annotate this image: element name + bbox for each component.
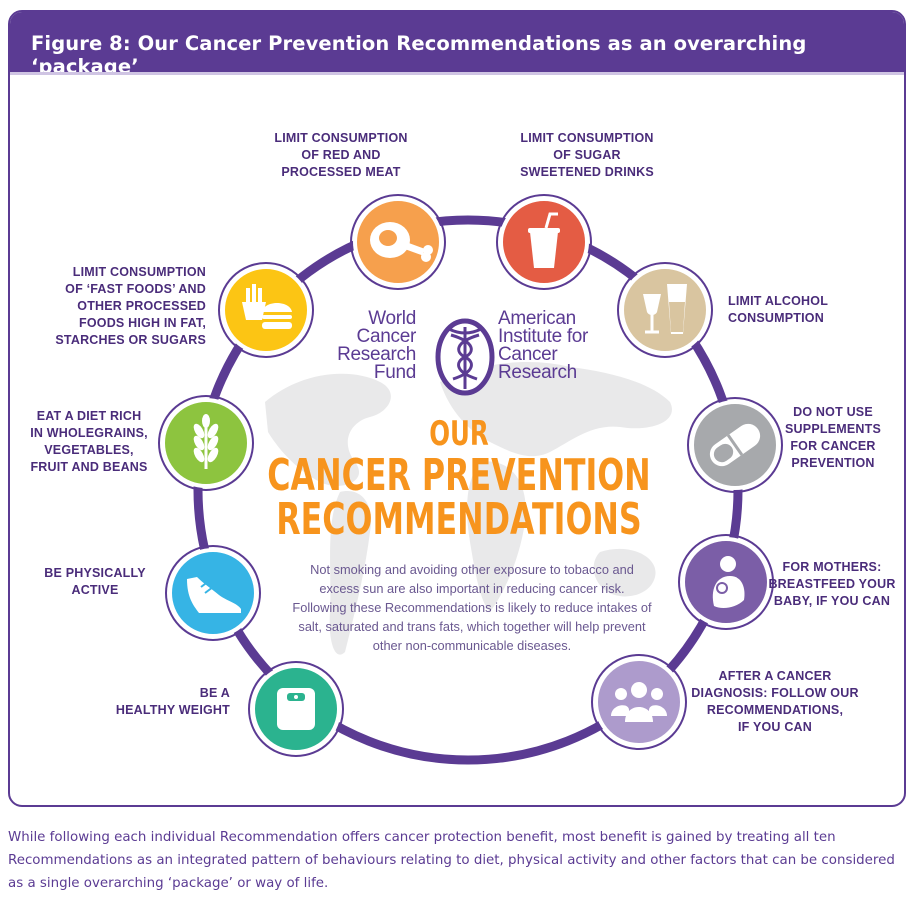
circle-breastfeed bbox=[678, 534, 774, 630]
world-map-background bbox=[265, 362, 672, 655]
wcrf-name: World Cancer Research Fund bbox=[337, 308, 416, 383]
headline-recommendations: RECOMMENDATIONS bbox=[276, 494, 642, 545]
center-note: Not smoking and avoiding other exposure … bbox=[292, 562, 652, 653]
running-shoe-icon bbox=[187, 577, 241, 613]
pill-icon bbox=[709, 423, 761, 467]
circle-wholegrains bbox=[158, 395, 254, 491]
wine-glasses-icon bbox=[643, 284, 687, 334]
circle-sugar-drinks bbox=[496, 194, 592, 290]
label-supplements: DO NOT USE SUPPLEMENTS FOR CANCER PREVEN… bbox=[785, 405, 881, 470]
circle-healthy-weight bbox=[248, 661, 344, 757]
label-red-meat: LIMIT CONSUMPTION OF RED AND PROCESSED M… bbox=[274, 131, 408, 179]
fast-food-icon bbox=[242, 284, 292, 329]
scale-icon bbox=[277, 688, 315, 730]
circle-physically-active bbox=[165, 545, 261, 641]
label-breastfeed: FOR MOTHERS: BREASTFEED YOUR BABY, IF YO… bbox=[768, 560, 896, 608]
meat-icon bbox=[370, 222, 433, 262]
label-alcohol: LIMIT ALCOHOL CONSUMPTION bbox=[728, 294, 829, 325]
label-sugar-drinks: LIMIT CONSUMPTION OF SUGAR SWEETENED DRI… bbox=[520, 131, 654, 179]
mother-baby-icon bbox=[712, 556, 745, 608]
header-divider bbox=[10, 72, 904, 75]
circle-alcohol bbox=[617, 262, 713, 358]
circle-fast-foods bbox=[218, 262, 314, 358]
soda-cup-icon bbox=[528, 212, 560, 268]
circle-supplements bbox=[687, 397, 783, 493]
aicr-name: American Institute for Cancer Research bbox=[498, 308, 589, 383]
wheat-icon bbox=[193, 414, 219, 469]
headline-our: OUR bbox=[429, 414, 489, 454]
headline-cancer-prevention: CANCER PREVENTION bbox=[267, 450, 651, 501]
label-after-diagnosis: AFTER A CANCER DIAGNOSIS: FOLLOW OUR REC… bbox=[691, 669, 859, 734]
label-physically-active: BE PHYSICALLY ACTIVE bbox=[44, 566, 146, 597]
circle-red-meat bbox=[350, 194, 446, 290]
label-wholegrains: EAT A DIET RICH IN WHOLEGRAINS, VEGETABL… bbox=[30, 409, 148, 474]
caduceus-icon bbox=[435, 318, 495, 396]
label-fast-foods: LIMIT CONSUMPTION OF ‘FAST FOODS’ AND OT… bbox=[55, 265, 206, 347]
figure-frame: Figure 8: Our Cancer Prevention Recommen… bbox=[8, 10, 906, 807]
figure-caption: While following each individual Recommen… bbox=[8, 830, 895, 891]
figure-title: Figure 8: Our Cancer Prevention Recommen… bbox=[10, 12, 904, 78]
circle-after-diagnosis bbox=[591, 654, 687, 750]
recommendations-diagram bbox=[158, 194, 783, 765]
group-icon bbox=[611, 682, 667, 722]
label-healthy-weight: BE A HEALTHY WEIGHT bbox=[115, 686, 230, 717]
